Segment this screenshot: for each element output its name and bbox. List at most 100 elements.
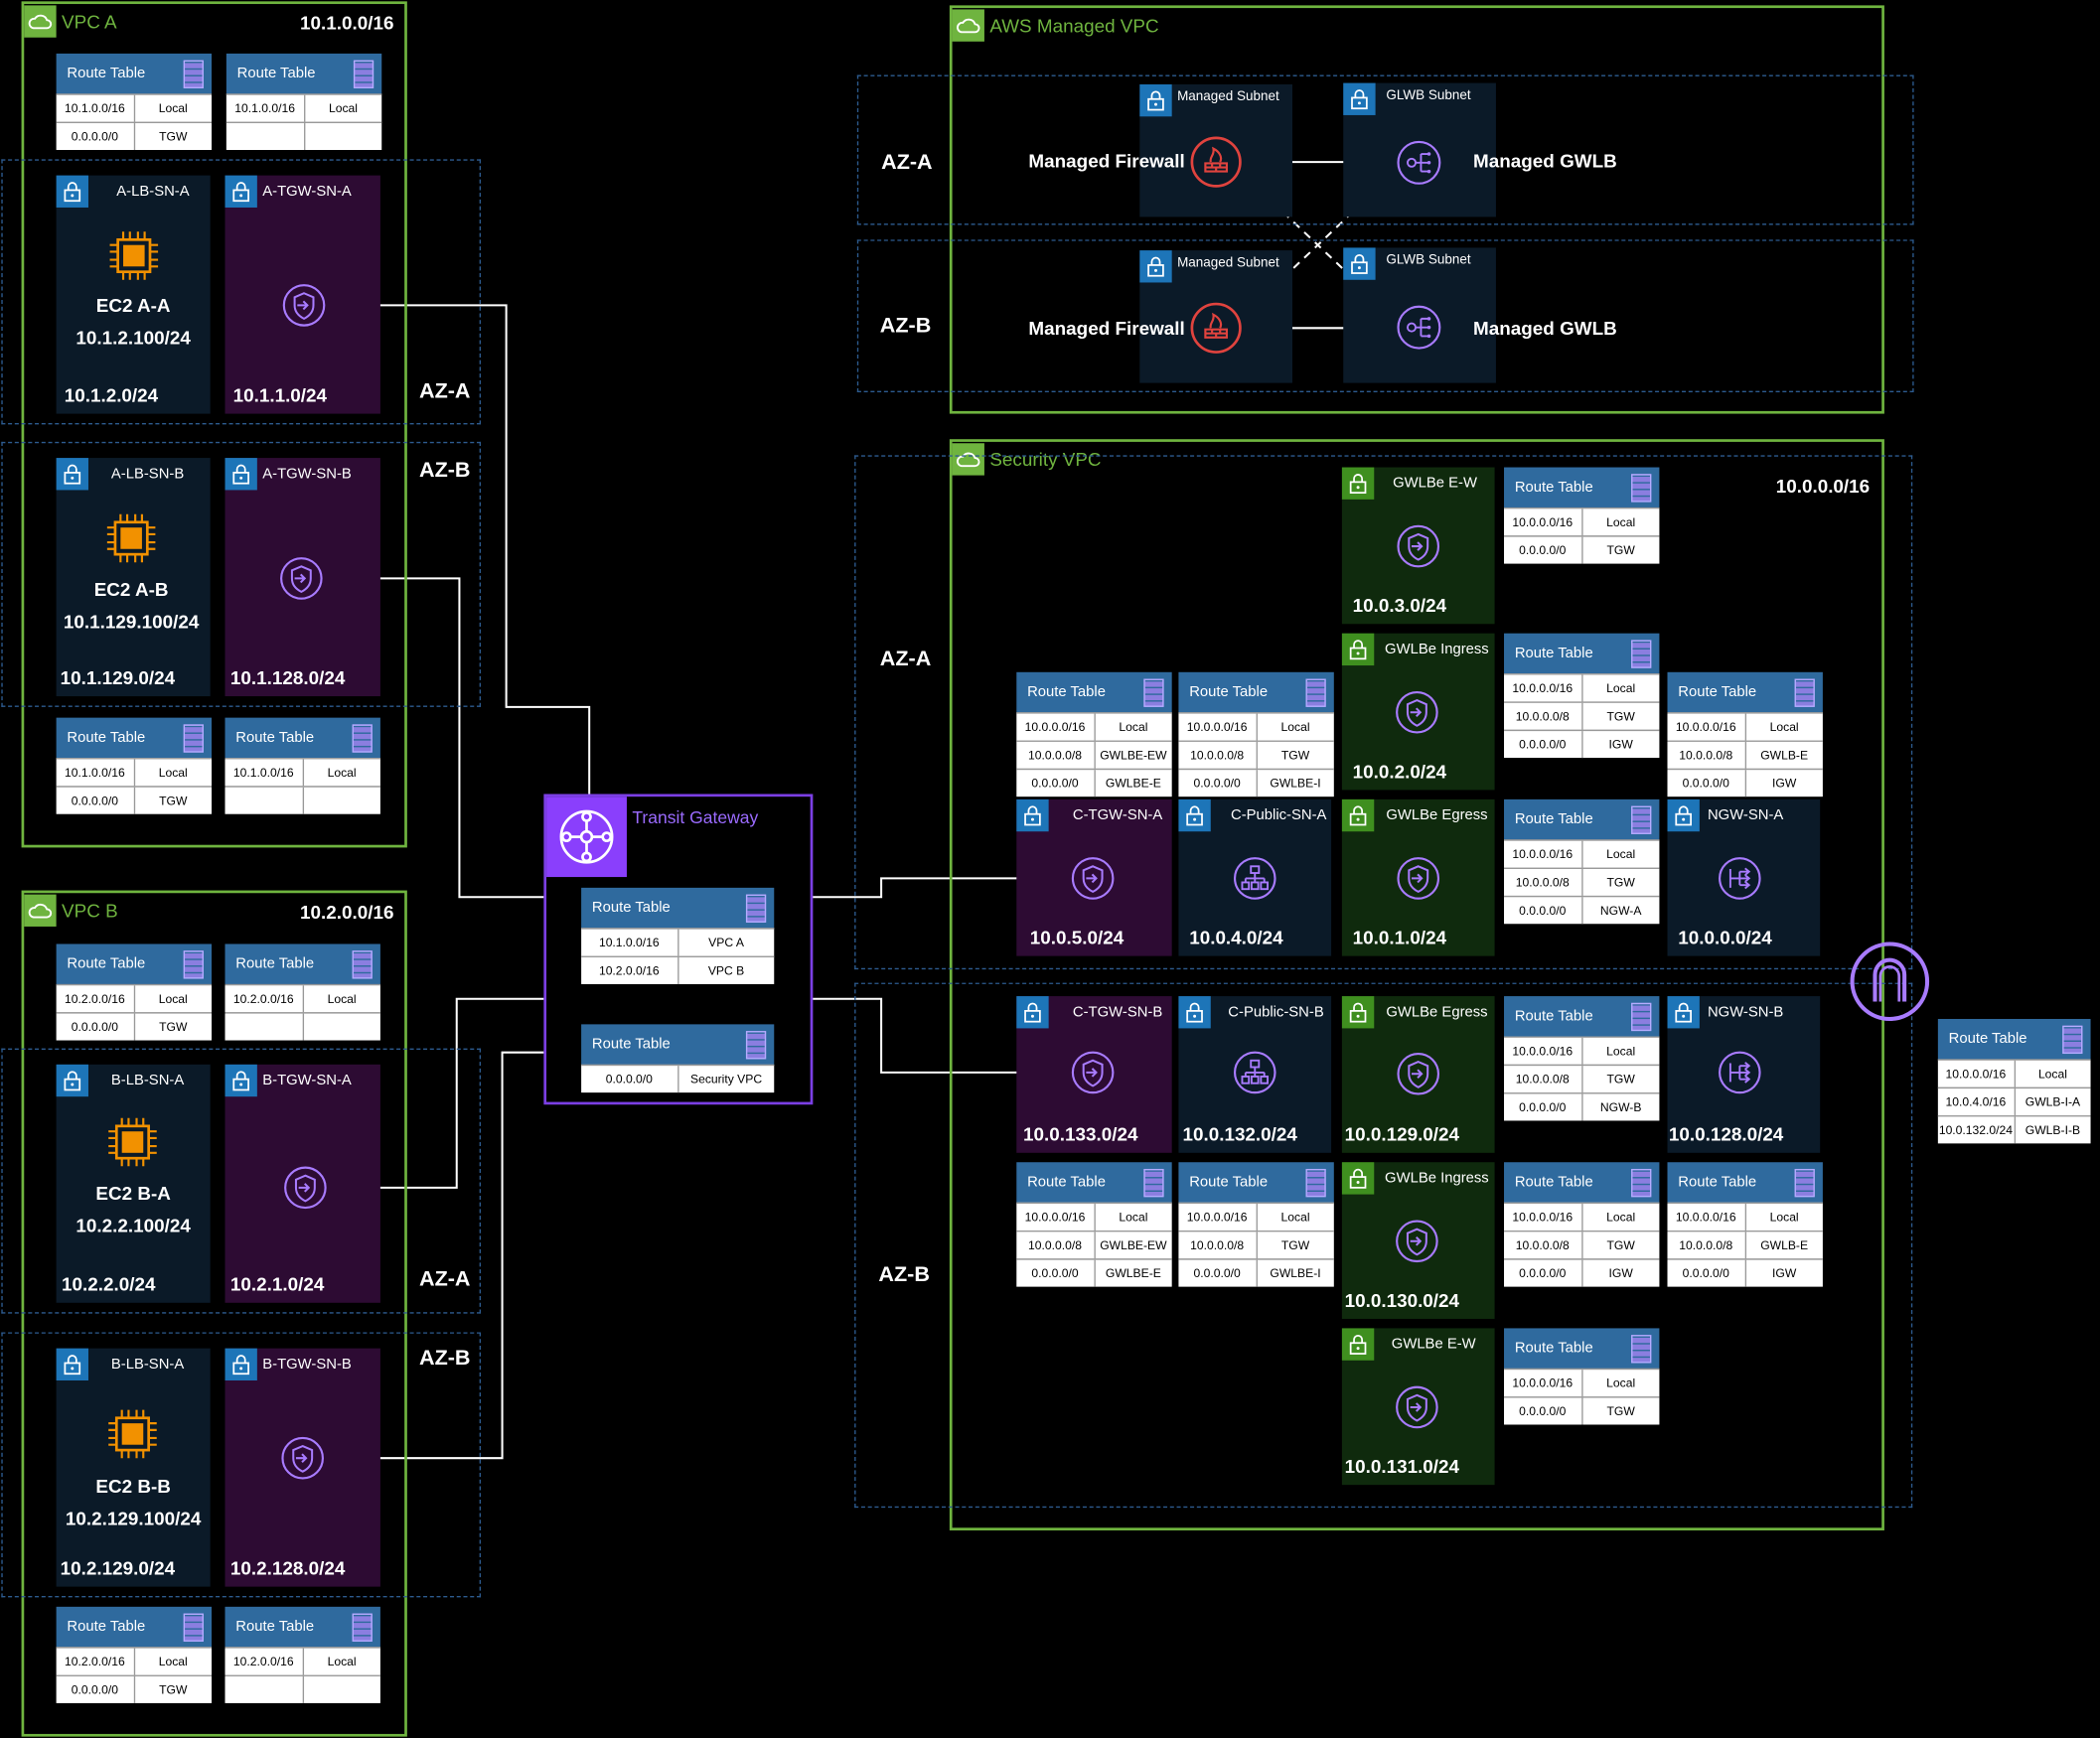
route-destination: 0.0.0.0/0 [1031, 776, 1079, 791]
subnet-name: C-TGW-SN-A [1072, 806, 1163, 824]
subnet-gwlbe-egress-a: GWLBe Egress 10.0.1.0/24 [1341, 798, 1495, 956]
route-destination: 10.0.0.0/16 [1512, 681, 1574, 695]
load-balancer-icon [1233, 1051, 1276, 1094]
route-target: Local [1093, 1204, 1172, 1231]
route-target: Security VPC [676, 1066, 775, 1093]
route-table: Route Table 10.0.0.0/16 Local 10.0.0.0/8 TGW… [1178, 1162, 1334, 1287]
route-destination: 0.0.0.0/0 [71, 1682, 118, 1697]
lock-icon [1178, 798, 1211, 832]
route-destination: 10.0.0.0/16 [1512, 515, 1574, 529]
route-target: GWLBE-EW [1093, 741, 1172, 769]
subnet-cidr: 10.0.5.0/24 [1029, 926, 1125, 948]
route-destination: 10.1.0.0/16 [232, 766, 294, 780]
route-target: Local [133, 759, 212, 787]
route-table-icon [353, 59, 375, 88]
route-target: Local [1580, 1037, 1660, 1065]
route-target: TGW [1580, 868, 1660, 896]
load-balancer-icon [1233, 857, 1276, 900]
route-destination: 10.0.0.0/8 [1190, 1238, 1245, 1252]
security-az-b-zone [854, 982, 1913, 1509]
subnet-cidr: 10.0.128.0/24 [1668, 1123, 1784, 1145]
route-target: Local [1255, 1204, 1334, 1231]
route-target: VPC A [676, 929, 775, 956]
subnet-cidr: 10.2.1.0/24 [229, 1273, 325, 1295]
glwb-subnet-b: GLWB Subnet [1343, 247, 1496, 383]
managed-vpc-name: AWS Managed VPC [989, 14, 1159, 37]
subnet-name: C-TGW-SN-B [1072, 1004, 1163, 1021]
route-table-title: Route Table [1678, 1174, 1757, 1191]
route-target: VPC B [676, 956, 775, 984]
route-destination [225, 1014, 302, 1041]
route-row [225, 1012, 380, 1041]
route-destination: 10.1.0.0/16 [234, 101, 295, 115]
lock-icon [225, 175, 257, 208]
route-destination: 0.0.0.0/0 [1519, 904, 1567, 918]
route-table-title: Route Table [591, 1036, 671, 1053]
vpc-b-az-a-zone [1, 1048, 482, 1314]
route-table-header: Route Table [225, 943, 380, 984]
route-destination: 0.0.0.0/0 [71, 129, 118, 144]
route-destination: 0.0.0.0/0 [605, 1072, 653, 1086]
internet-gateway-icon [1849, 940, 1932, 1023]
ec2-instance-name: EC2 A-A [95, 294, 171, 317]
route-destination: 10.0.0.0/16 [1186, 1210, 1248, 1225]
lock-icon [1667, 798, 1700, 832]
route-table-title: Route Table [235, 1618, 315, 1636]
route-table-icon [352, 723, 373, 753]
subnet-name: A-LB-SN-B [110, 466, 185, 483]
subnet-b-tgw-sn-b: B-TGW-SN-B 10.2.128.0/24 [225, 1348, 380, 1587]
managed-gwlb-label: Managed GWLB [1473, 317, 1617, 340]
tgw-attachment-icon [1071, 1051, 1115, 1094]
lock-icon [1341, 798, 1375, 832]
security-az-a-zone [854, 455, 1913, 970]
subnet-name: Managed Subnet [1177, 255, 1279, 271]
subnet-name: B-TGW-SN-A [262, 1072, 352, 1089]
route-table-title: Route Table [235, 955, 315, 972]
gwlb-endpoint-icon [1396, 1385, 1438, 1429]
subnet-ngw-sn-b: NGW-SN-B 10.0.128.0/24 [1667, 996, 1821, 1153]
subnet-name: Managed Subnet [1177, 89, 1279, 105]
subnet-cidr: 10.0.2.0/24 [1352, 760, 1447, 783]
route-target [302, 1675, 380, 1703]
lock-icon [1139, 83, 1172, 117]
link-a-tgw-sn-b [324, 577, 544, 899]
route-table-icon [745, 1030, 767, 1059]
vpc-b-az-b-zone [1, 1332, 482, 1598]
route-table-header: Route Table [56, 943, 213, 984]
route-table-title: Route Table [1189, 1174, 1269, 1191]
route-row [225, 121, 382, 150]
gwlb-endpoint-icon [1397, 1052, 1440, 1095]
subnet-name: NGW-SN-B [1707, 1004, 1784, 1021]
route-target: TGW [1255, 1231, 1334, 1259]
route-table-header: Route Table [1178, 1162, 1334, 1203]
route-target: Local [302, 759, 380, 787]
route-target: Local [133, 1648, 212, 1675]
route-destination: 0.0.0.0/0 [71, 794, 118, 807]
route-table-icon [1631, 1002, 1652, 1031]
route-table-header: Route Table [1667, 1162, 1823, 1203]
ec2-instance-name: EC2 A-B [93, 578, 169, 600]
route-destination: 10.2.0.0/16 [232, 1655, 294, 1668]
route-target: Local [2014, 1060, 2091, 1087]
route-table: Route Table 0.0.0.0/0 Security VPC [581, 1024, 775, 1093]
subnet-name: GLWB Subnet [1386, 252, 1471, 268]
lock-icon [1343, 247, 1376, 280]
security-az-b-label: AZ-B [878, 1263, 930, 1287]
subnet-name: GWLBe Ingress [1385, 1170, 1489, 1187]
route-table-header: Route Table [581, 1024, 775, 1065]
route-table-icon [183, 723, 204, 753]
route-destination: 0.0.0.0/0 [1193, 1266, 1241, 1280]
ec2-instance-name: EC2 B-B [95, 1475, 171, 1498]
